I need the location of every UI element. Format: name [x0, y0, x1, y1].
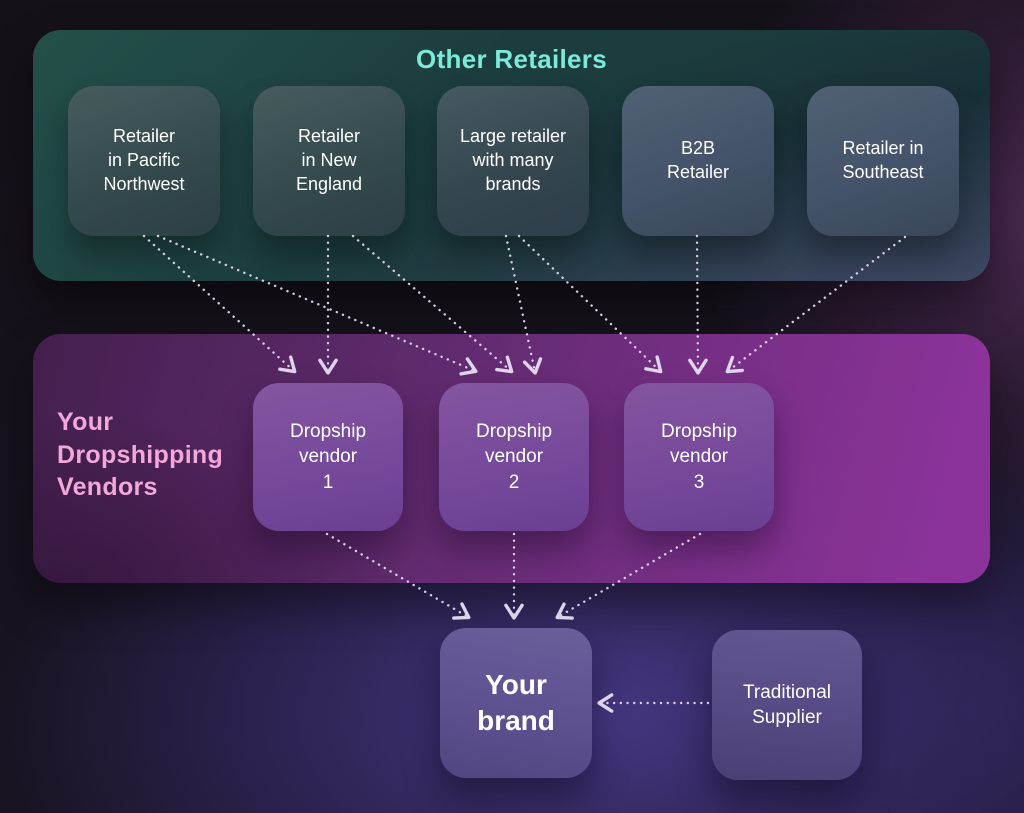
retailer-node-southeast: Retailer in Southeast — [807, 86, 959, 236]
dropship-vendor-1-node: Dropship vendor 1 — [253, 383, 403, 531]
dropship-vendor-3-node: Dropship vendor 3 — [624, 383, 774, 531]
dropshipping-vendors-panel: Your Dropshipping Vendors Dropship vendo… — [33, 334, 990, 583]
retailer-node-new-england: Retailer in New England — [253, 86, 405, 236]
your-brand-node: Your brand — [440, 628, 592, 778]
vendors-panel-title: Your Dropshipping Vendors — [57, 408, 224, 501]
retailer-node-large-retailer: Large retailer with many brands — [437, 86, 589, 236]
retailer-node-b2b: B2B Retailer — [622, 86, 774, 236]
traditional-supplier-node: Traditional Supplier — [712, 630, 862, 780]
retailer-node-pacific-northwest: Retailer in Pacific Northwest — [68, 86, 220, 236]
dropship-vendor-2-node: Dropship vendor 2 — [439, 383, 589, 531]
other-retailers-panel: Other Retailers Retailer in Pacific Nort… — [33, 30, 990, 281]
other-retailers-title: Other Retailers — [416, 44, 607, 74]
